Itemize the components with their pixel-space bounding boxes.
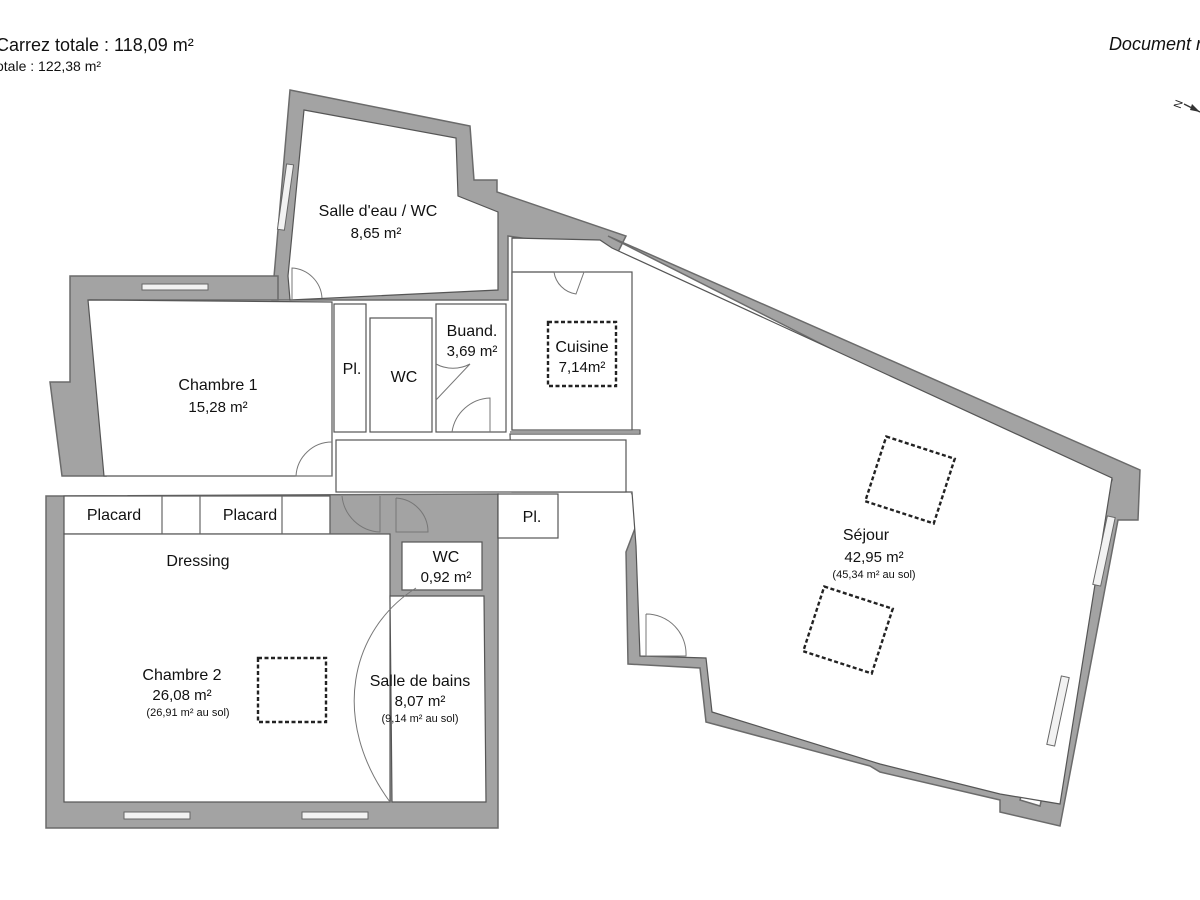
area-floor-chambre2: (26,91 m² au sol) xyxy=(146,707,229,719)
room-placards xyxy=(63,495,331,535)
area-chambre1: 15,28 m² xyxy=(188,399,247,416)
area-buanderie: 3,69 m² xyxy=(447,343,498,360)
window-salle-bains xyxy=(301,811,369,820)
area-salle-eau: 8,65 m² xyxy=(351,225,402,242)
area-total: otale : 122,38 m² xyxy=(0,58,102,74)
label-chambre2: Chambre 2 xyxy=(142,667,221,684)
window-sejour-1 xyxy=(1092,515,1116,587)
windows xyxy=(123,163,1116,820)
compass-label: N xyxy=(1172,99,1186,111)
door-wc2 xyxy=(395,497,429,533)
room-labels: Salle d'eau / WC 8,65 m² Chambre 1 15,28… xyxy=(87,203,916,725)
room-cuisine-sejour xyxy=(509,237,1113,805)
area-wc2: 0,92 m² xyxy=(421,569,472,586)
label-chambre1: Chambre 1 xyxy=(178,377,257,394)
area-sejour: 42,95 m² xyxy=(844,549,903,566)
rooms xyxy=(63,109,1113,805)
doors xyxy=(291,267,687,803)
document-note: Document n xyxy=(1108,34,1200,54)
room-salle-bains xyxy=(389,595,487,803)
skylight-cuisine xyxy=(546,320,618,388)
door-dressing xyxy=(341,495,381,533)
area-floor-sejour: (45,34 m² au sol) xyxy=(832,569,915,581)
room-pl2 xyxy=(497,493,559,539)
area-floor-salle-bains: (9,14 m² au sol) xyxy=(381,713,458,725)
label-placard-a: Placard xyxy=(87,507,141,524)
area-cuisine: 7,14m² xyxy=(559,359,606,376)
door-sejour xyxy=(645,613,687,657)
label-salle-eau: Salle d'eau / WC xyxy=(319,203,438,220)
door-cuisine xyxy=(553,271,585,295)
room-chambre2 xyxy=(63,533,391,803)
area-chambre2: 26,08 m² xyxy=(152,687,211,704)
door-wc1 xyxy=(435,363,471,401)
label-placard-pl1: Pl. xyxy=(343,361,362,378)
compass-north-arrow-icon: N xyxy=(1172,99,1200,113)
skylight-sejour-2 xyxy=(801,585,895,675)
label-cuisine: Cuisine xyxy=(555,339,608,356)
window-chambre2 xyxy=(123,811,191,820)
window-salle-eau xyxy=(276,163,295,231)
skylight-sejour-1 xyxy=(863,435,957,525)
area-salle-bains: 8,07 m² xyxy=(395,693,446,710)
room-placard-pl1 xyxy=(333,303,367,433)
window-chambre1 xyxy=(141,283,209,291)
area-carrez-total: Carrez totale : 118,09 m² xyxy=(0,35,194,55)
room-corridor xyxy=(335,439,627,493)
label-sejour: Séjour xyxy=(843,527,890,544)
label-wc1: WC xyxy=(391,369,418,386)
room-cuisine xyxy=(511,271,633,431)
room-salle-eau xyxy=(287,109,499,301)
label-buanderie: Buand. xyxy=(447,323,498,340)
skylight-chambre2 xyxy=(256,656,328,724)
label-salle-bains: Salle de bains xyxy=(370,673,471,690)
skylights xyxy=(256,320,957,724)
label-wc2: WC xyxy=(433,549,460,566)
door-buanderie xyxy=(451,397,491,433)
room-wc1 xyxy=(369,317,433,433)
door-salle-bains xyxy=(353,587,417,803)
label-dressing: Dressing xyxy=(166,553,229,570)
room-wc2 xyxy=(401,541,483,591)
door-chambre1 xyxy=(295,441,333,477)
label-placard-b: Placard xyxy=(223,507,277,524)
window-sejour-2 xyxy=(1046,675,1070,747)
label-placard-pl2: Pl. xyxy=(523,509,542,526)
header-areas: Carrez totale : 118,09 m² otale : 122,38… xyxy=(0,34,194,76)
door-salle-eau xyxy=(291,267,323,300)
